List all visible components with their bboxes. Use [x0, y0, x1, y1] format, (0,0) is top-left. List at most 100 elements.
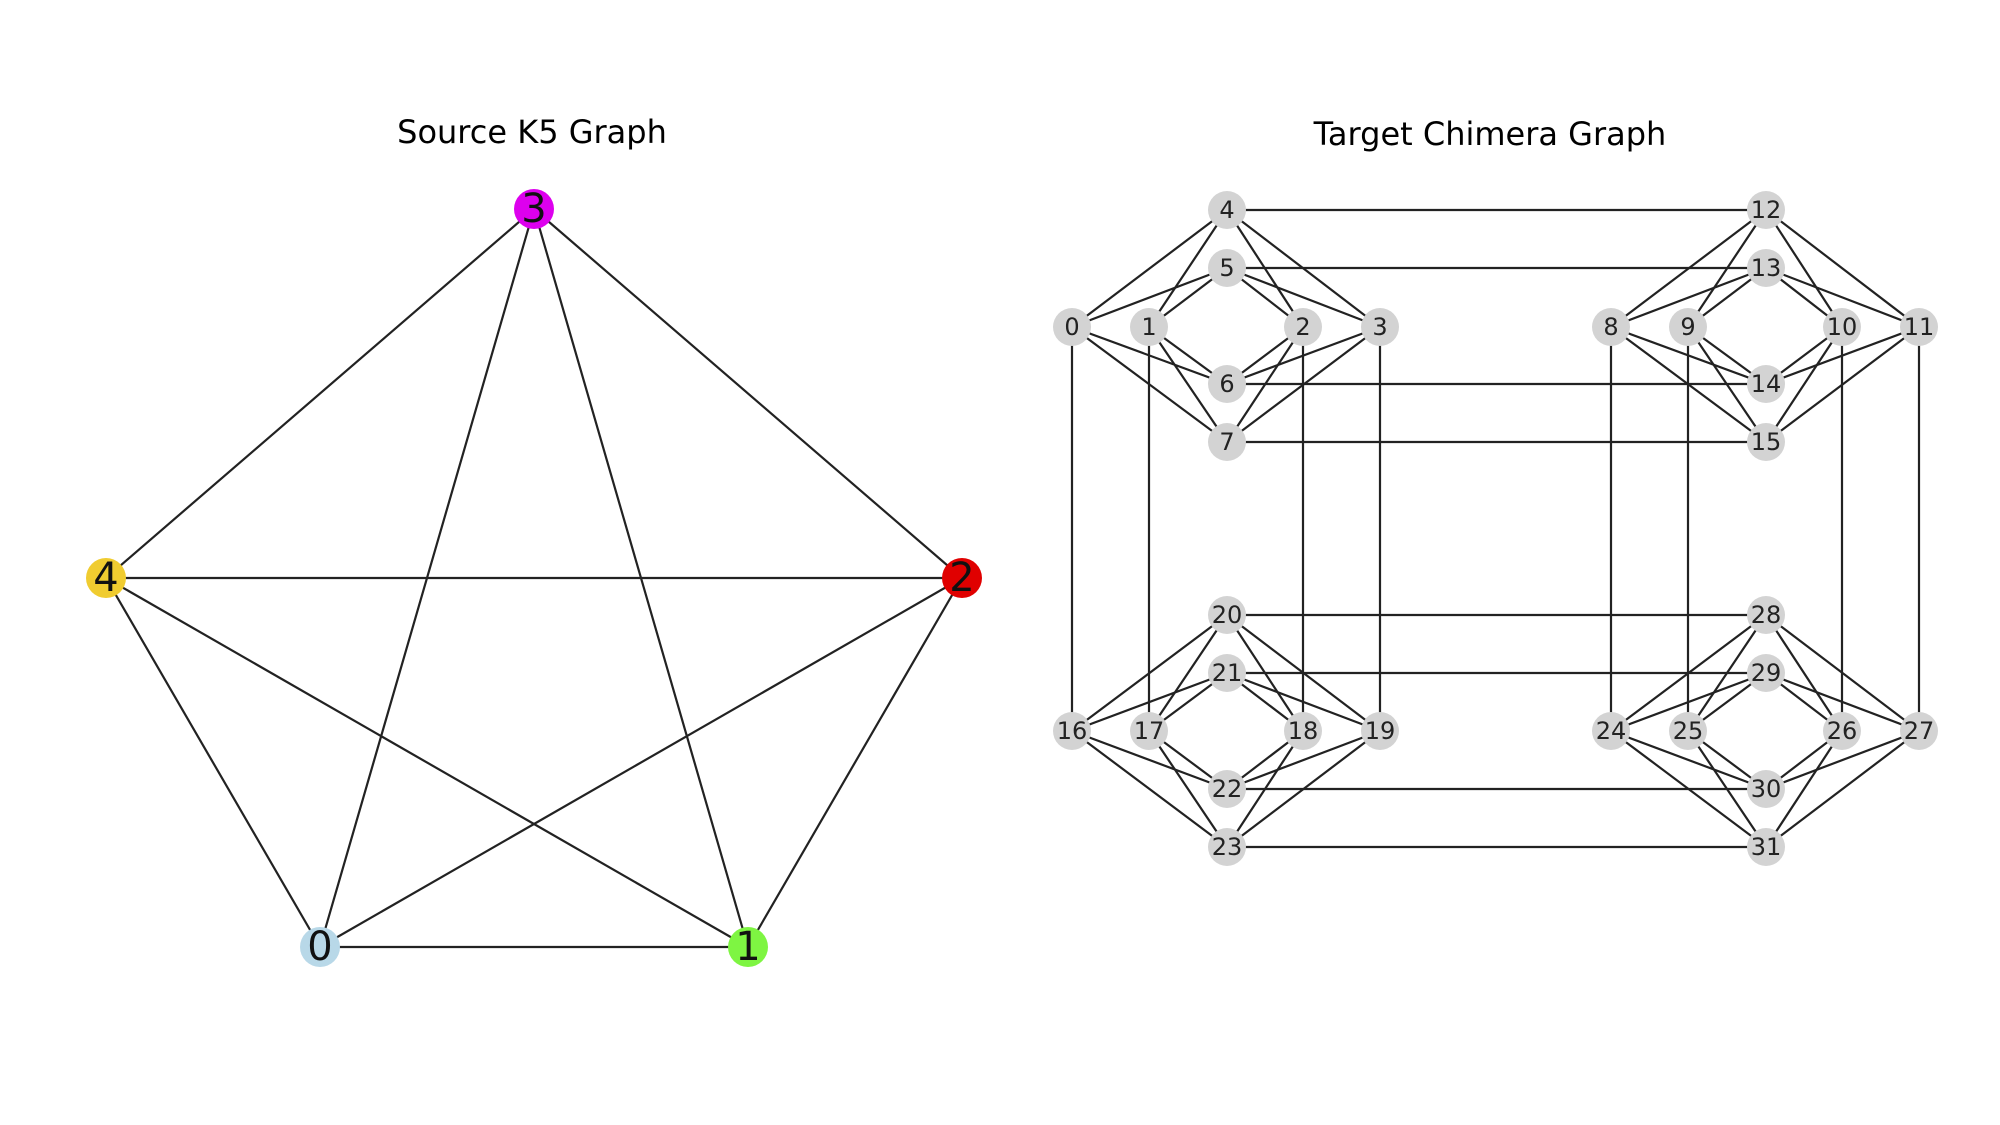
chimera-node-20: 20 [1208, 596, 1246, 634]
chimera-edge-19-22 [1226, 729, 1381, 791]
chimera-node-circle [1747, 654, 1785, 692]
chimera-node-30: 30 [1747, 770, 1785, 808]
chimera-node-3: 3 [1361, 308, 1399, 346]
chimera-node-label: 0 [1064, 313, 1079, 341]
chimera-node-label: 29 [1751, 659, 1782, 687]
chimera-edge-10-12 [1765, 209, 1843, 328]
chimera-node-label: 1 [1141, 313, 1156, 341]
chimera-node-circle [1053, 308, 1091, 346]
chimera-edge-16-23 [1071, 730, 1228, 848]
chimera-node-22: 22 [1208, 770, 1246, 808]
k5-node-label: 2 [949, 555, 974, 601]
chimera-node-label: 5 [1219, 254, 1234, 282]
chimera-edge-1-7 [1148, 326, 1228, 443]
chimera-edge-11-12 [1765, 209, 1920, 328]
chimera-node-27: 27 [1900, 712, 1938, 750]
chimera-node-circle [1747, 365, 1785, 403]
chimera-node-circle [1361, 308, 1399, 346]
chimera-edge-17-23 [1148, 730, 1228, 848]
chimera-node-15: 15 [1747, 423, 1785, 461]
chimera-node-4: 4 [1208, 191, 1246, 229]
chimera-edge-27-31 [1765, 730, 1920, 848]
k5-edges [105, 208, 963, 949]
chimera-node-label: 26 [1827, 717, 1858, 745]
chimera-node-label: 17 [1134, 717, 1165, 745]
chimera-node-label: 22 [1212, 775, 1243, 803]
k5-node-label: 1 [735, 924, 760, 970]
chimera-node-26: 26 [1823, 712, 1861, 750]
chimera-node-circle [1823, 308, 1861, 346]
chimera-edge-1-4 [1148, 209, 1228, 328]
chimera-node-label: 12 [1751, 196, 1782, 224]
chimera-node-label: 19 [1365, 717, 1396, 745]
chimera-node-label: 7 [1219, 428, 1234, 456]
chimera-node-label: 3 [1372, 313, 1387, 341]
k5-node-1: 1 [728, 924, 768, 970]
chimera-node-circle [1208, 365, 1246, 403]
target-graph-title: Target Chimera Graph [1313, 115, 1667, 153]
k5-node-4: 4 [86, 555, 126, 601]
chimera-node-label: 15 [1751, 428, 1782, 456]
chimera-node-circle [1208, 249, 1246, 287]
chimera-node-label: 20 [1212, 601, 1243, 629]
chimera-node-circle [1361, 712, 1399, 750]
k5-node-circle [86, 558, 126, 598]
chimera-node-label: 10 [1827, 313, 1858, 341]
chimera-node-circle [1900, 712, 1938, 750]
chimera-node-11: 11 [1900, 308, 1938, 346]
chimera-edge-24-30 [1610, 729, 1767, 791]
chimera-node-29: 29 [1747, 654, 1785, 692]
k5-node-circle [300, 927, 340, 967]
chimera-node-circle [1208, 191, 1246, 229]
chimera-node-label: 6 [1219, 370, 1234, 398]
chimera-edge-11-13 [1765, 266, 1920, 329]
chimera-node-circle [1208, 654, 1246, 692]
chimera-node-19: 19 [1361, 712, 1399, 750]
chimera-edge-27-30 [1765, 729, 1920, 791]
k5-node-circle [942, 558, 982, 598]
chimera-node-label: 25 [1673, 717, 1704, 745]
chimera-node-label: 31 [1751, 833, 1782, 861]
chimera-node-circle [1592, 712, 1630, 750]
chimera-node-circle [1284, 712, 1322, 750]
chimera-edge-16-22 [1071, 729, 1228, 791]
k5-edge-1-2 [747, 577, 963, 948]
chimera-node-12: 12 [1747, 191, 1785, 229]
chimera-node-circle [1747, 770, 1785, 808]
chimera-node-circle [1747, 828, 1785, 866]
chimera-node-circle [1747, 249, 1785, 287]
chimera-node-label: 18 [1288, 717, 1319, 745]
chimera-node-label: 13 [1751, 254, 1782, 282]
chimera-node-24: 24 [1592, 712, 1630, 750]
chimera-node-label: 2 [1295, 313, 1310, 341]
chimera-node-circle [1747, 191, 1785, 229]
chimera-node-label: 24 [1596, 717, 1627, 745]
chimera-node-2: 2 [1284, 308, 1322, 346]
chimera-node-label: 4 [1219, 196, 1234, 224]
chimera-node-label: 14 [1751, 370, 1782, 398]
chimera-node-circle [1208, 828, 1246, 866]
chimera-node-25: 25 [1669, 712, 1707, 750]
chimera-node-circle [1053, 712, 1091, 750]
chimera-node-16: 16 [1053, 712, 1091, 750]
chimera-node-label: 9 [1680, 313, 1695, 341]
chimera-node-5: 5 [1208, 249, 1246, 287]
k5-node-2: 2 [942, 555, 982, 601]
chimera-node-circle [1208, 596, 1246, 634]
chimera-node-circle [1208, 423, 1246, 461]
chimera-edge-3-5 [1226, 266, 1381, 329]
chimera-edge-0-5 [1071, 266, 1228, 329]
chimera-node-28: 28 [1747, 596, 1785, 634]
chimera-node-circle [1669, 712, 1707, 750]
chimera-node-14: 14 [1747, 365, 1785, 403]
chimera-node-circle [1130, 712, 1168, 750]
chimera-node-circle [1669, 308, 1707, 346]
chimera-edge-0-4 [1071, 209, 1228, 328]
chimera-node-6: 6 [1208, 365, 1246, 403]
chimera-node-31: 31 [1747, 828, 1785, 866]
k5-edge-2-3 [533, 208, 963, 579]
chimera-node-7: 7 [1208, 423, 1246, 461]
